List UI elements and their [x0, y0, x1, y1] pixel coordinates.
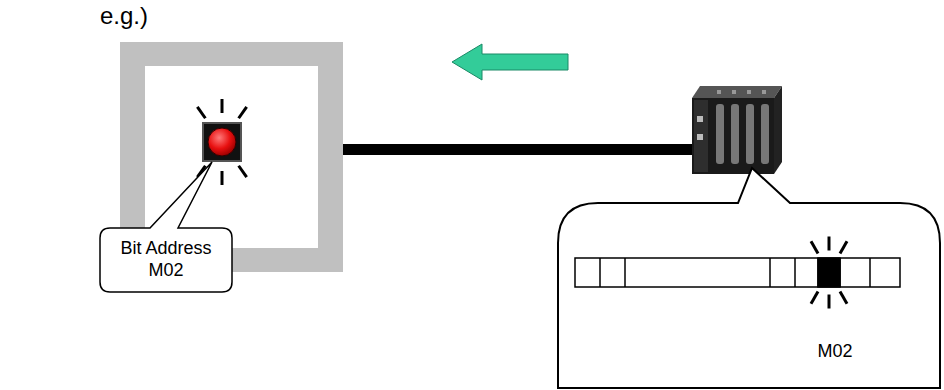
direction-arrow: [452, 44, 568, 80]
lamp: [208, 128, 236, 156]
callout-bubble: [100, 162, 232, 292]
callout-box: Bit Address M02: [100, 228, 232, 292]
plc-unit: [692, 86, 782, 174]
bit-label: M02: [817, 341, 852, 363]
cable: [343, 144, 693, 155]
address-label: Bit Address M02: [108, 238, 224, 281]
cell-rays: [811, 237, 847, 309]
memory-bar: [575, 258, 900, 287]
zoom-region: M02: [558, 203, 940, 388]
example-label: e.g.): [100, 2, 148, 30]
zoom-bubble: [558, 168, 940, 388]
lamp-base: [203, 123, 241, 161]
